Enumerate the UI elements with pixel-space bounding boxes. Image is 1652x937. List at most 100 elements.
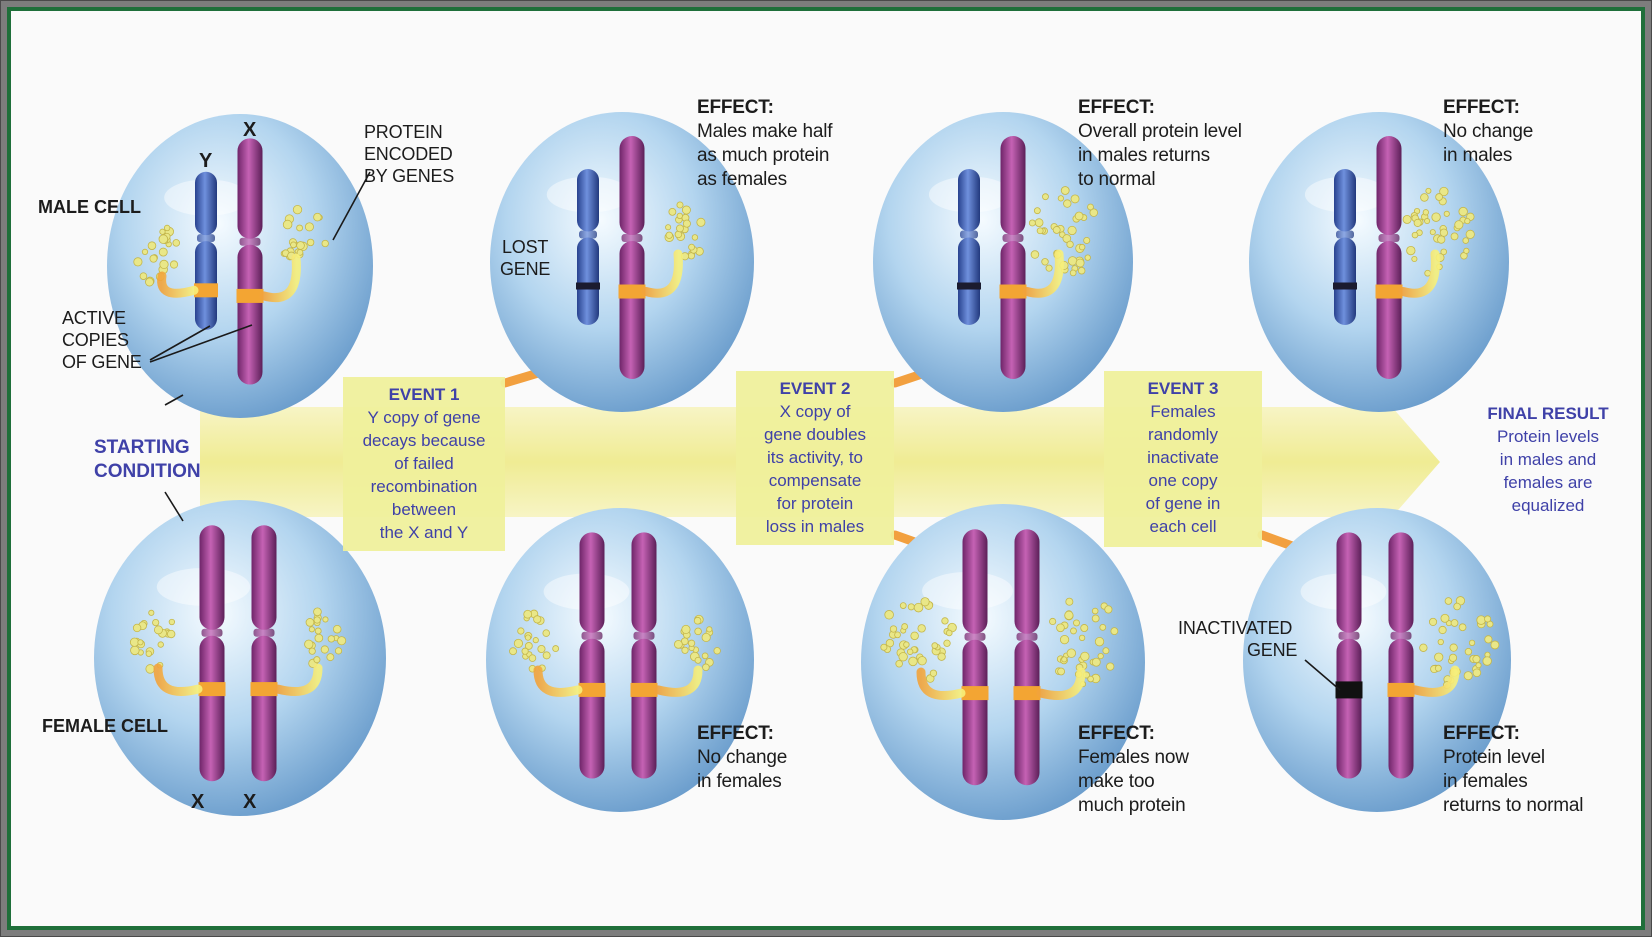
protein-dot: [895, 632, 901, 638]
centromere: [1391, 632, 1412, 640]
effect-line: No change: [697, 746, 787, 770]
effect-line: make too: [1078, 770, 1189, 794]
protein-dot: [149, 610, 154, 615]
protein-dot: [703, 664, 710, 671]
chromosome-arm: [1389, 639, 1414, 779]
protein-dot: [1477, 616, 1486, 625]
protein-dot: [153, 619, 159, 625]
effect-line: as females: [697, 168, 832, 192]
event-line: each cell: [1108, 515, 1258, 538]
protein-dot: [1435, 653, 1443, 661]
event-line: its activity, to: [740, 446, 890, 469]
chromosome-arm: [1001, 241, 1026, 379]
x-chromosome-letter: X: [243, 119, 256, 142]
protein-dot: [1068, 257, 1077, 266]
lost-gene-band: [576, 283, 600, 290]
protein-dot: [1450, 644, 1457, 651]
protein-dot: [321, 646, 328, 653]
chromosome-arm: [632, 532, 657, 632]
lost-gene-label: LOST GENE: [500, 236, 550, 280]
protein-dot: [677, 213, 682, 218]
protein-dot: [1426, 188, 1431, 193]
protein-dot: [1451, 233, 1458, 240]
protein-dot: [1037, 228, 1043, 234]
protein-dot: [896, 660, 903, 667]
protein-dot: [1075, 212, 1083, 220]
active-copies-line: OF GENE: [62, 351, 142, 373]
effect-male-3: EFFECT: No change in males: [1443, 96, 1533, 168]
final-result-line: equalized: [1470, 494, 1626, 517]
x-chromosome: [579, 532, 606, 778]
protein-dot: [1436, 194, 1443, 201]
final-result-line: in males and: [1470, 448, 1626, 471]
protein-dot: [1088, 204, 1094, 210]
protein-dot: [676, 225, 683, 232]
protein-dot: [1057, 624, 1065, 632]
effect-line: in females: [697, 770, 787, 794]
protein-dot: [1459, 207, 1468, 216]
female-cell-label: FEMALE CELL: [42, 716, 168, 737]
protein-dot: [1049, 618, 1055, 624]
protein-dot: [907, 649, 913, 655]
event-line: Females: [1108, 400, 1258, 423]
protein-dot: [1412, 256, 1417, 261]
chromosome-arm: [1377, 136, 1402, 235]
chromosome-arm: [1377, 241, 1402, 379]
effect-line: to normal: [1078, 168, 1242, 192]
protein-dot: [173, 240, 180, 247]
active-gene-band: [1014, 686, 1041, 700]
protein-dot: [553, 646, 559, 652]
protein-dot: [689, 244, 695, 250]
protein-dot: [309, 648, 315, 654]
protein-dot: [305, 640, 313, 648]
protein-dot: [1079, 244, 1085, 250]
protein-dot: [146, 651, 152, 657]
protein-dot: [328, 636, 335, 643]
chromosome-arm: [200, 525, 225, 630]
y-chromosome: [576, 169, 600, 325]
protein-dot: [1065, 611, 1073, 619]
protein-dot: [1095, 637, 1104, 646]
protein-dot: [1432, 213, 1441, 222]
chromosome-arm: [963, 640, 988, 785]
protein-dot: [1476, 663, 1481, 668]
protein-dot: [930, 670, 936, 676]
effect-title: EFFECT:: [1443, 96, 1533, 120]
centromere: [1336, 231, 1354, 239]
protein-dot: [1058, 196, 1063, 201]
event-title: EVENT 1: [347, 383, 501, 406]
protein-dot: [314, 617, 320, 623]
protein-dot: [538, 645, 545, 652]
protein-dot: [164, 225, 170, 231]
protein-dot: [1084, 237, 1090, 243]
protein-dot: [305, 223, 313, 231]
protein-encoded-line: PROTEIN: [364, 121, 454, 143]
active-gene-band: [619, 285, 646, 299]
protein-dot: [918, 625, 926, 633]
protein-dot: [159, 235, 168, 244]
event-line: recombination: [347, 475, 501, 498]
protein-dot: [159, 248, 167, 256]
protein-dot: [1105, 606, 1112, 613]
protein-dot: [510, 648, 517, 655]
male-cell-label: MALE CELL: [38, 197, 141, 218]
protein-dot: [169, 619, 175, 625]
x-chromosome: [1388, 532, 1415, 778]
protein-dot: [899, 652, 908, 661]
event-line: gene doubles: [740, 423, 890, 446]
protein-dot: [1473, 655, 1480, 662]
protein-dot: [1466, 230, 1474, 238]
effect-title: EFFECT:: [697, 722, 787, 746]
protein-dot: [1061, 187, 1069, 195]
event-title: EVENT 2: [740, 377, 890, 400]
protein-dot: [1088, 676, 1094, 682]
protein-dot: [885, 610, 894, 619]
protein-dot: [1053, 226, 1060, 233]
protein-dot: [1421, 194, 1429, 202]
protein-dot: [314, 657, 320, 663]
protein-dot: [942, 618, 948, 624]
effect-line: No change: [1443, 120, 1533, 144]
protein-dot: [170, 261, 177, 268]
protein-dot: [1111, 628, 1118, 635]
centromere: [579, 231, 597, 239]
